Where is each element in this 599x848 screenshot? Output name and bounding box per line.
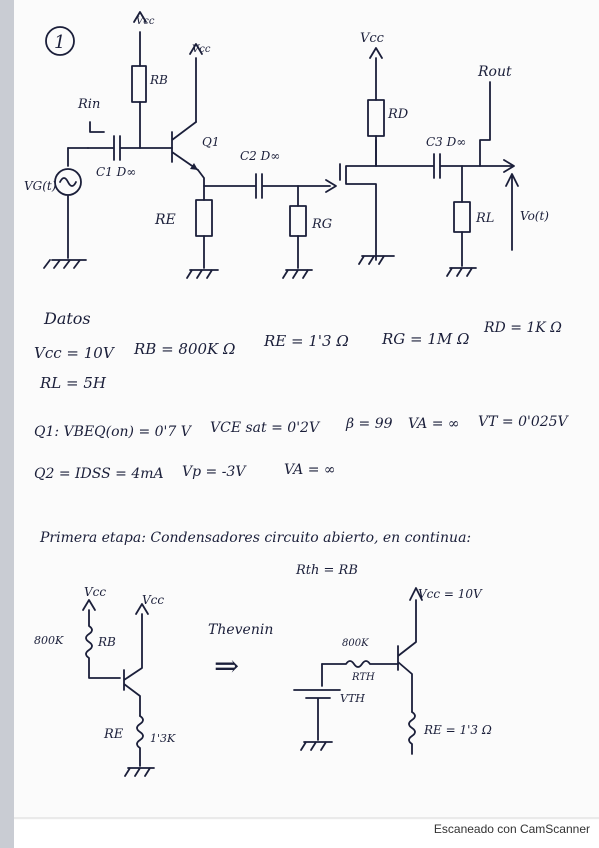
c1-capacitor-symbol	[87, 135, 173, 161]
rb-resistor-symbol	[85, 609, 121, 679]
q1-label: Q1	[202, 135, 219, 149]
datos-section: Datos Vcc = 10V RB = 800K Ω RE = 1'3 Ω R…	[34, 309, 570, 578]
bottom-circuit: Vcc 800K RB Vcc RE 1'3K Thevenin ⇒ Vcc =…	[34, 585, 492, 777]
q1-emitter-arrow-icon	[190, 163, 198, 170]
q2-idss: Q2 = IDSS = 4mA	[34, 466, 164, 482]
q1-vbe: Q1: VBEQ(on) = 0'7 V	[34, 424, 193, 440]
rb-label: RB	[149, 73, 168, 87]
c3-label: C3 D∞	[426, 135, 466, 149]
scanner-footer: Escaneado con CamScanner	[433, 822, 590, 836]
vcc-arrow-icon	[189, 43, 203, 55]
page-sheet	[14, 0, 599, 820]
rin-label: Rin	[77, 97, 100, 112]
output-arrow-icon	[503, 159, 515, 173]
q1-va: VA = ∞	[408, 416, 460, 432]
re-eq-label: RE = 1'3 Ω	[423, 723, 492, 737]
re-label: RE	[154, 212, 176, 228]
datos-rb: RB = 800K Ω	[133, 340, 235, 358]
ground-icon	[282, 269, 313, 279]
vo-arrow-icon	[505, 173, 519, 251]
vcc-arrow-icon	[409, 587, 423, 601]
vcc-eq-label: Vcc = 10V	[418, 587, 483, 601]
vg-source-symbol	[54, 168, 82, 196]
c3-capacitor-symbol	[375, 153, 513, 179]
ground-icon	[43, 259, 87, 269]
rd-label: RD	[387, 107, 409, 122]
q1-beta: β = 99	[345, 416, 393, 432]
jfet-transistor-symbol	[339, 139, 377, 261]
thevenin-label: Thevenin	[208, 622, 273, 638]
re-value-label: 1'3K	[150, 732, 176, 745]
page-left-edge	[0, 0, 14, 848]
ground-icon	[186, 269, 219, 279]
rl-label: RL	[475, 211, 494, 226]
rth-note: Rth = RB	[295, 563, 358, 578]
vcc-arrow-icon	[369, 47, 383, 59]
datos-rd: RD = 1K Ω	[483, 320, 562, 336]
c2-label: C2 D∞	[240, 149, 280, 163]
rth-resistor-symbol	[321, 660, 399, 668]
r800-label: 800K	[342, 638, 369, 649]
c2-capacitor-symbol	[203, 173, 331, 199]
vth-label: VTH	[340, 692, 365, 705]
datos-rl: RL = 5H	[39, 374, 107, 392]
rin-bracket	[89, 121, 105, 133]
ground-icon	[300, 741, 333, 751]
c1-label: C1 D∞	[96, 165, 136, 179]
vcc-left-label: Vcc	[136, 16, 155, 27]
datos-heading: Datos	[43, 309, 91, 328]
vcc-q1-label: Vcc	[192, 44, 211, 55]
rth-label: RTH	[351, 672, 375, 683]
vg-sine-icon	[59, 177, 77, 187]
rout-label: Rout	[477, 64, 512, 80]
q2-va: VA = ∞	[284, 462, 336, 478]
bjt-transistor-symbol	[123, 613, 143, 717]
datos-vcc: Vcc = 10V	[34, 344, 116, 362]
vcc-arrow-icon	[135, 603, 149, 615]
q2-vp: Vp = -3V	[182, 464, 247, 480]
vcc-a-label: Vcc	[84, 585, 106, 599]
q1-vt: VT = 0'025V	[478, 414, 570, 430]
problem-circle	[45, 26, 75, 56]
vg-label: VG(t)	[24, 179, 57, 193]
re-label: RE	[103, 727, 124, 742]
bjt-transistor-symbol	[397, 599, 417, 713]
vth-source-symbol	[293, 663, 341, 741]
ground-icon	[358, 255, 395, 265]
ground-icon	[446, 267, 477, 277]
rb-resistor-symbol	[131, 65, 147, 103]
q1-emitter-wire	[197, 169, 205, 201]
re-resistor-symbol	[136, 715, 144, 767]
vcc-b-label: Vcc	[142, 593, 164, 607]
ground-icon	[124, 767, 155, 777]
top-circuit: VG(t) Rin C1 D∞ Vcc RB Vcc Q1 RE C2 D∞	[24, 11, 549, 279]
rg-label: RG	[311, 217, 332, 232]
thevenin-arrow: ⇒	[214, 649, 239, 684]
rb-label: RB	[97, 635, 116, 649]
rb-value-label: 800K	[34, 634, 64, 647]
rout-bracket	[479, 81, 491, 167]
vo-label: Vo(t)	[520, 209, 549, 223]
datos-rg: RG = 1M Ω	[381, 330, 470, 348]
datos-re: RE = 1'3 Ω	[263, 332, 349, 350]
vcc-arrow-icon	[133, 11, 147, 23]
vcc-arrow-icon	[82, 599, 96, 611]
vcc-right-label: Vcc	[360, 31, 385, 46]
q1-vcesat: VCE sat = 0'2V	[210, 420, 321, 436]
jfet-gate-arrow-icon	[325, 179, 337, 193]
stage-note: Primera etapa: Condensadores circuito ab…	[39, 530, 471, 546]
re-resistor-symbol	[408, 711, 416, 755]
problem-number: 1	[54, 32, 65, 53]
